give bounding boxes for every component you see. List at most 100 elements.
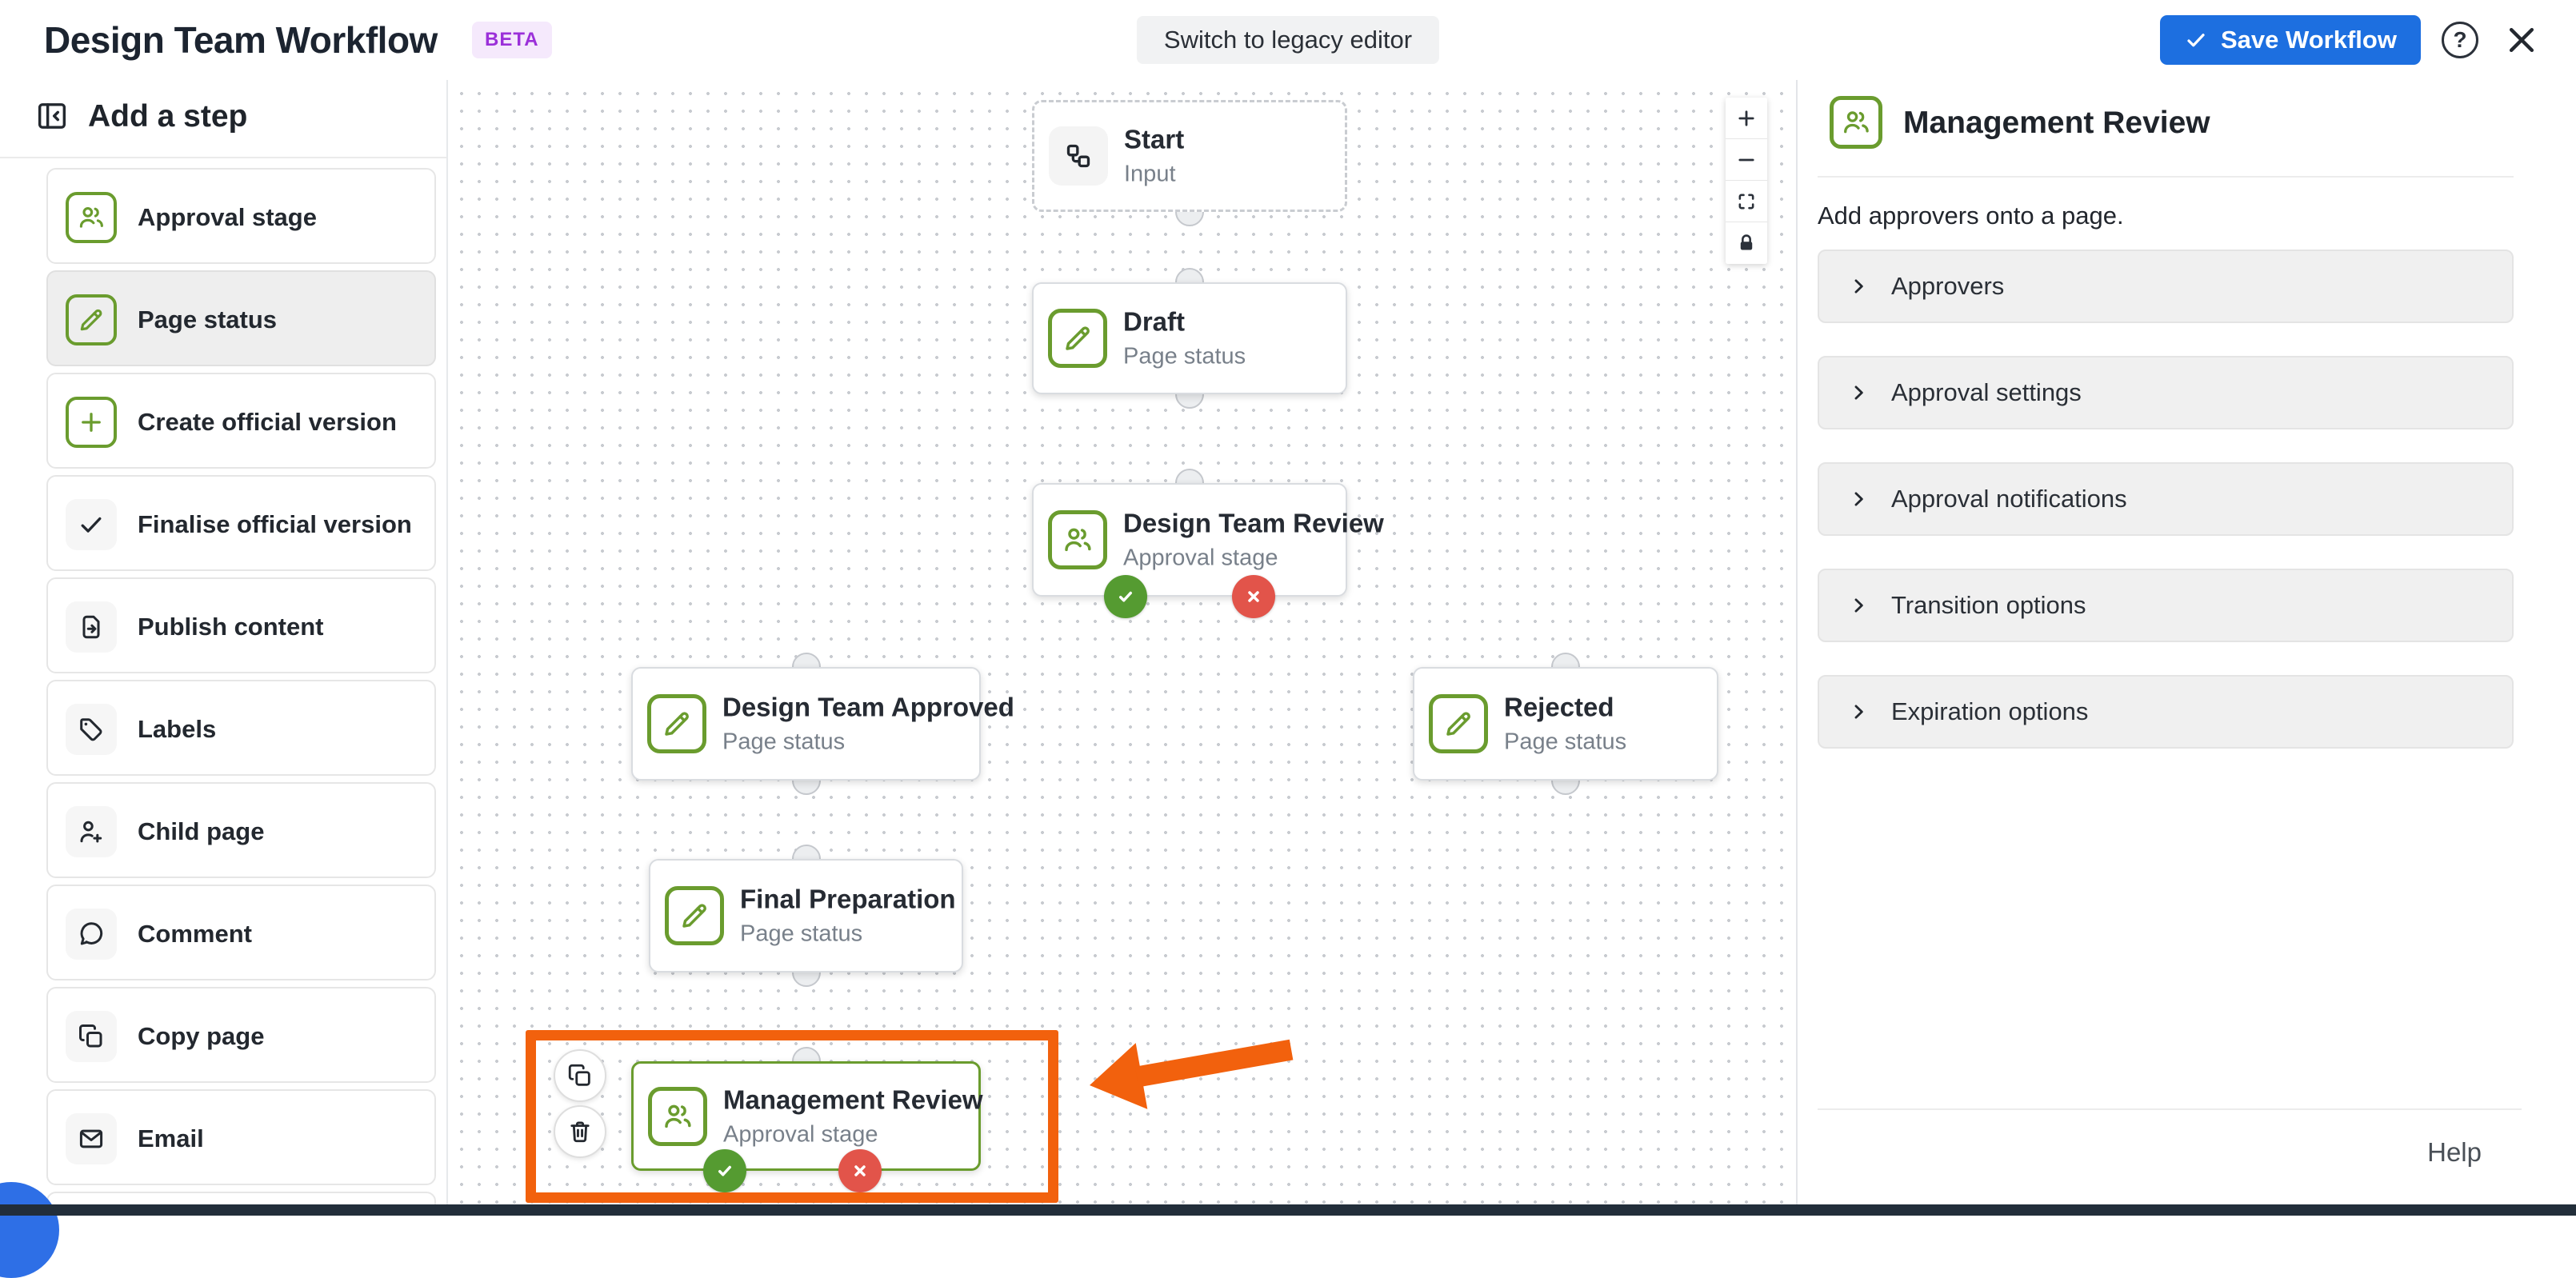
people-icon <box>1830 96 1882 149</box>
divider <box>0 157 446 158</box>
pencil-icon <box>1048 309 1107 368</box>
workflow-node-management-review[interactable]: Management Review Approval stage <box>631 1061 983 1171</box>
section-label: Expiration options <box>1891 697 2089 725</box>
section-approval-settings[interactable]: Approval settings <box>1818 356 2514 429</box>
help-icon[interactable]: ? <box>2442 22 2478 58</box>
sidebar-item-finalise-official-version[interactable]: Finalise official version <box>46 475 436 571</box>
workflow-node-final-preparation[interactable]: Final Preparation Page status <box>649 859 963 972</box>
add-step-sidebar: Add a step Approval stage Page status Cr… <box>0 80 448 1204</box>
sidebar-title: Add a step <box>88 99 248 134</box>
sidebar-item-label: Child page <box>138 817 265 845</box>
comment-icon <box>66 909 117 960</box>
canvas-controls <box>1726 98 1767 264</box>
sidebar-item-label: Page status <box>138 306 278 333</box>
collapse-panel-icon[interactable] <box>34 98 70 134</box>
sidebar-item-approval-stage[interactable]: Approval stage <box>46 168 436 264</box>
plus-icon <box>66 397 117 448</box>
plus-icon <box>1738 110 1754 126</box>
fit-view-icon <box>1738 194 1754 209</box>
fit-view-button[interactable] <box>1726 181 1767 222</box>
node-title: Rejected <box>1504 692 1614 722</box>
sidebar-item-label: Create official version <box>138 408 397 436</box>
zoom-in-button[interactable] <box>1726 98 1767 139</box>
sidebar-item-copy-page[interactable]: Copy page <box>46 987 436 1083</box>
reject-handle-icon[interactable] <box>838 1149 882 1192</box>
sidebar-item-label: Approval stage <box>138 203 317 231</box>
divider <box>1818 176 2514 178</box>
lock-button[interactable] <box>1726 222 1767 264</box>
sidebar-item-label: Publish content <box>138 613 324 641</box>
workflow-canvas[interactable]: Start Input Draft Page status Design Tea… <box>448 80 1796 1204</box>
pencil-icon <box>66 294 117 345</box>
people-icon <box>1048 510 1107 569</box>
workflow-node-start[interactable]: Start Input <box>1032 100 1347 212</box>
approve-handle-icon[interactable] <box>703 1149 746 1192</box>
sidebar-item-child-page[interactable]: Child page <box>46 782 436 878</box>
minus-icon <box>1738 158 1754 161</box>
node-subtitle: Approval stage <box>723 1121 878 1147</box>
check-icon <box>2184 28 2208 52</box>
publish-content-icon <box>66 601 117 653</box>
chevron-right-icon <box>1854 385 1863 400</box>
node-title: Management Review <box>723 1084 983 1114</box>
copy-icon <box>568 1064 590 1086</box>
reject-handle-icon[interactable] <box>1232 575 1275 618</box>
section-expiration-options[interactable]: Expiration options <box>1818 675 2514 749</box>
section-transition-options[interactable]: Transition options <box>1818 569 2514 642</box>
node-subtitle: Page status <box>740 921 863 947</box>
section-approvers[interactable]: Approvers <box>1818 250 2514 323</box>
trash-icon <box>570 1121 590 1143</box>
sidebar-item-publish-content[interactable]: Publish content <box>46 577 436 673</box>
check-icon <box>66 499 117 550</box>
pencil-icon <box>665 886 724 945</box>
people-icon <box>648 1086 707 1146</box>
section-label: Approval settings <box>1891 378 2082 406</box>
close-icon[interactable] <box>2504 22 2539 58</box>
chevron-right-icon <box>1854 492 1863 506</box>
annotation-arrow <box>1083 1014 1301 1121</box>
sidebar-item-label: Comment <box>138 920 252 948</box>
workflow-node-design-team-review[interactable]: Design Team Review Approval stage <box>1032 483 1384 597</box>
workflow-node-rejected[interactable]: Rejected Page status <box>1413 667 1718 781</box>
section-approval-notifications[interactable]: Approval notifications <box>1818 462 2514 536</box>
workflow-node-draft[interactable]: Draft Page status <box>1032 282 1347 394</box>
chevron-right-icon <box>1854 279 1863 294</box>
email-icon <box>66 1113 117 1164</box>
step-settings-panel: Management Review Add approvers onto a p… <box>1796 80 2576 1204</box>
zoom-out-button[interactable] <box>1726 139 1767 181</box>
top-bar: Design Team Workflow BETA Switch to lega… <box>0 0 2576 80</box>
sidebar-item-label: Email <box>138 1124 204 1152</box>
node-subtitle: Input <box>1124 161 1176 187</box>
delete-node-button[interactable] <box>554 1105 606 1158</box>
sidebar-item-partial[interactable] <box>46 1192 436 1204</box>
help-link[interactable]: Help <box>2427 1137 2482 1167</box>
sidebar-item-email[interactable]: Email <box>46 1089 436 1185</box>
switch-legacy-editor-button[interactable]: Switch to legacy editor <box>1136 16 1440 64</box>
chevron-right-icon <box>1854 598 1863 613</box>
node-title: Design Team Review <box>1123 508 1384 538</box>
sidebar-item-page-status[interactable]: Page status <box>46 270 436 366</box>
sidebar-item-label: Copy page <box>138 1022 265 1050</box>
node-subtitle: Approval stage <box>1123 545 1278 571</box>
chevron-right-icon <box>1854 705 1863 719</box>
approve-handle-icon[interactable] <box>1104 575 1147 618</box>
node-title: Draft <box>1123 306 1186 337</box>
sidebar-item-create-official-version[interactable]: Create official version <box>46 373 436 469</box>
sidebar-item-labels[interactable]: Labels <box>46 680 436 776</box>
duplicate-node-button[interactable] <box>554 1049 606 1102</box>
people-icon <box>66 192 117 243</box>
node-title: Start <box>1124 124 1185 154</box>
flow-icon <box>1049 126 1108 186</box>
sidebar-item-comment[interactable]: Comment <box>46 885 436 980</box>
workflow-node-design-team-approved[interactable]: Design Team Approved Page status <box>631 667 1014 781</box>
pencil-icon <box>1429 694 1488 753</box>
save-workflow-button[interactable]: Save Workflow <box>2160 15 2421 65</box>
pencil-icon <box>647 694 706 753</box>
beta-badge: BETA <box>472 22 552 58</box>
sidebar-item-label: Finalise official version <box>138 510 412 538</box>
node-title: Design Team Approved <box>722 692 1014 722</box>
copy-icon <box>66 1011 117 1062</box>
window-bottom-edge <box>0 1204 2576 1216</box>
node-title: Final Preparation <box>740 884 956 914</box>
lock-icon <box>1740 234 1753 250</box>
